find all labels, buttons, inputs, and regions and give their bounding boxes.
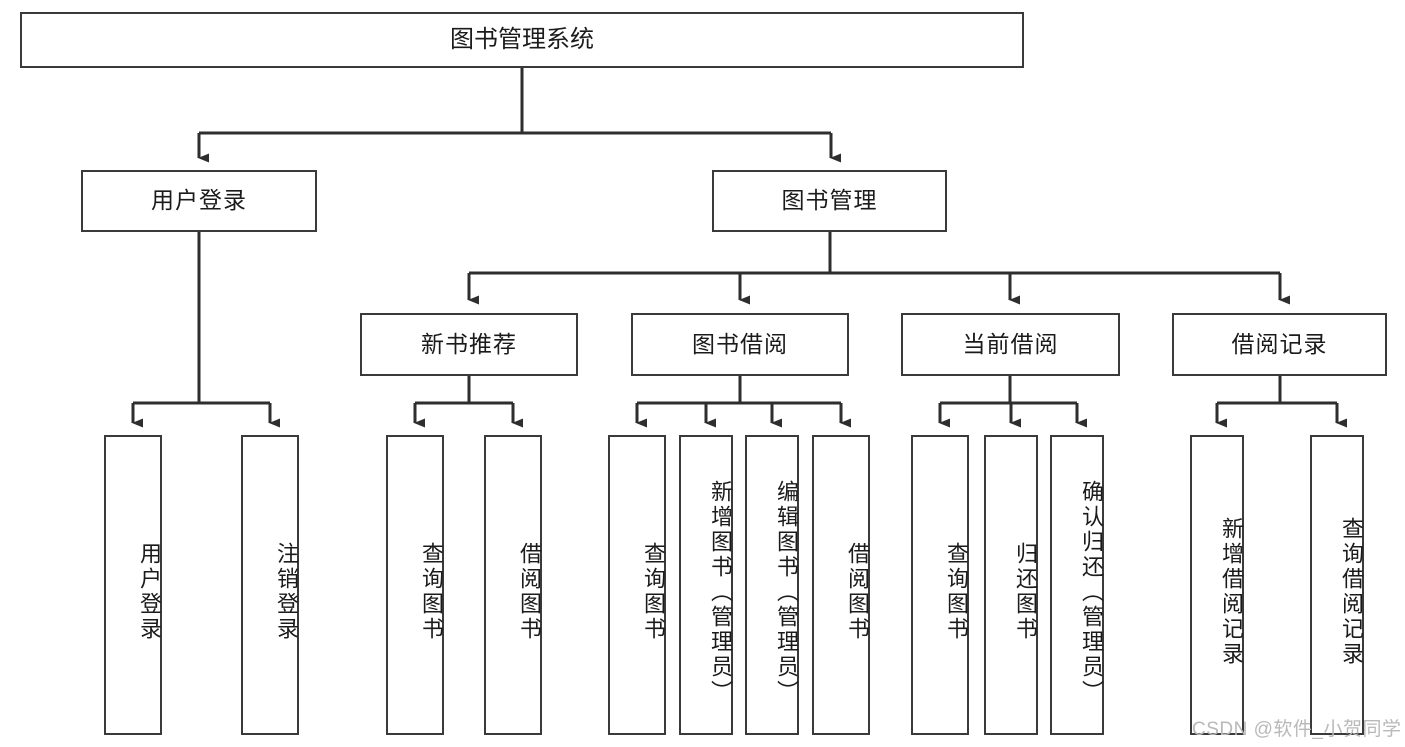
leaf-edit-book-admin[interactable]: 编辑图书（管理员） xyxy=(745,435,799,735)
node-label: 编辑图书（管理员） xyxy=(774,479,799,705)
node-label: 图书管理 xyxy=(781,187,878,214)
node-label: 归还图书 xyxy=(1013,542,1038,642)
node-label: 用户登录 xyxy=(137,542,162,642)
leaf-add-book-admin[interactable]: 新增图书（管理员） xyxy=(679,435,733,735)
leaf-query-book-current[interactable]: 查询图书 xyxy=(911,435,969,735)
node-label: 查询图书 xyxy=(641,542,666,642)
leaf-return-book[interactable]: 归还图书 xyxy=(984,435,1038,735)
node-label: 查询图书 xyxy=(419,542,444,642)
node-label: 查询图书 xyxy=(944,542,969,642)
node-label: 确认归还（管理员） xyxy=(1079,479,1104,705)
node-user-login[interactable]: 用户登录 xyxy=(81,170,317,232)
node-label: 图书借阅 xyxy=(692,330,788,357)
leaf-query-borrow-record[interactable]: 查询借阅记录 xyxy=(1310,435,1364,735)
node-label: 注销登录 xyxy=(274,542,299,642)
node-label: 新增借阅记录 xyxy=(1219,517,1244,667)
leaf-query-book-borrow[interactable]: 查询图书 xyxy=(608,435,666,735)
leaf-user-login[interactable]: 用户登录 xyxy=(104,435,162,735)
leaf-borrow-book[interactable]: 借阅图书 xyxy=(812,435,870,735)
node-current-borrow[interactable]: 当前借阅 xyxy=(901,313,1120,376)
leaf-borrow-book-recommend[interactable]: 借阅图书 xyxy=(484,435,542,735)
leaf-logout[interactable]: 注销登录 xyxy=(241,435,299,735)
leaf-query-book-recommend[interactable]: 查询图书 xyxy=(386,435,444,735)
node-label: 图书管理系统 xyxy=(450,25,594,53)
node-root-system[interactable]: 图书管理系统 xyxy=(20,12,1024,68)
node-label: 用户登录 xyxy=(151,187,247,214)
watermark-text: CSDN @软件_小贺同学 xyxy=(1192,719,1402,740)
node-book-management[interactable]: 图书管理 xyxy=(712,170,947,232)
leaf-confirm-return-admin[interactable]: 确认归还（管理员） xyxy=(1050,435,1104,735)
node-label: 当前借阅 xyxy=(962,330,1059,357)
node-label: 借阅图书 xyxy=(845,542,870,642)
node-new-book-recommend[interactable]: 新书推荐 xyxy=(360,313,578,376)
node-book-borrow[interactable]: 图书借阅 xyxy=(631,313,849,376)
node-borrow-records[interactable]: 借阅记录 xyxy=(1172,313,1387,376)
node-label: 查询借阅记录 xyxy=(1339,517,1364,667)
node-label: 借阅图书 xyxy=(517,542,542,642)
node-label: 借阅记录 xyxy=(1231,330,1328,357)
node-label: 新增图书（管理员） xyxy=(708,479,733,705)
node-label: 新书推荐 xyxy=(421,330,517,357)
leaf-add-borrow-record[interactable]: 新增借阅记录 xyxy=(1190,435,1244,735)
